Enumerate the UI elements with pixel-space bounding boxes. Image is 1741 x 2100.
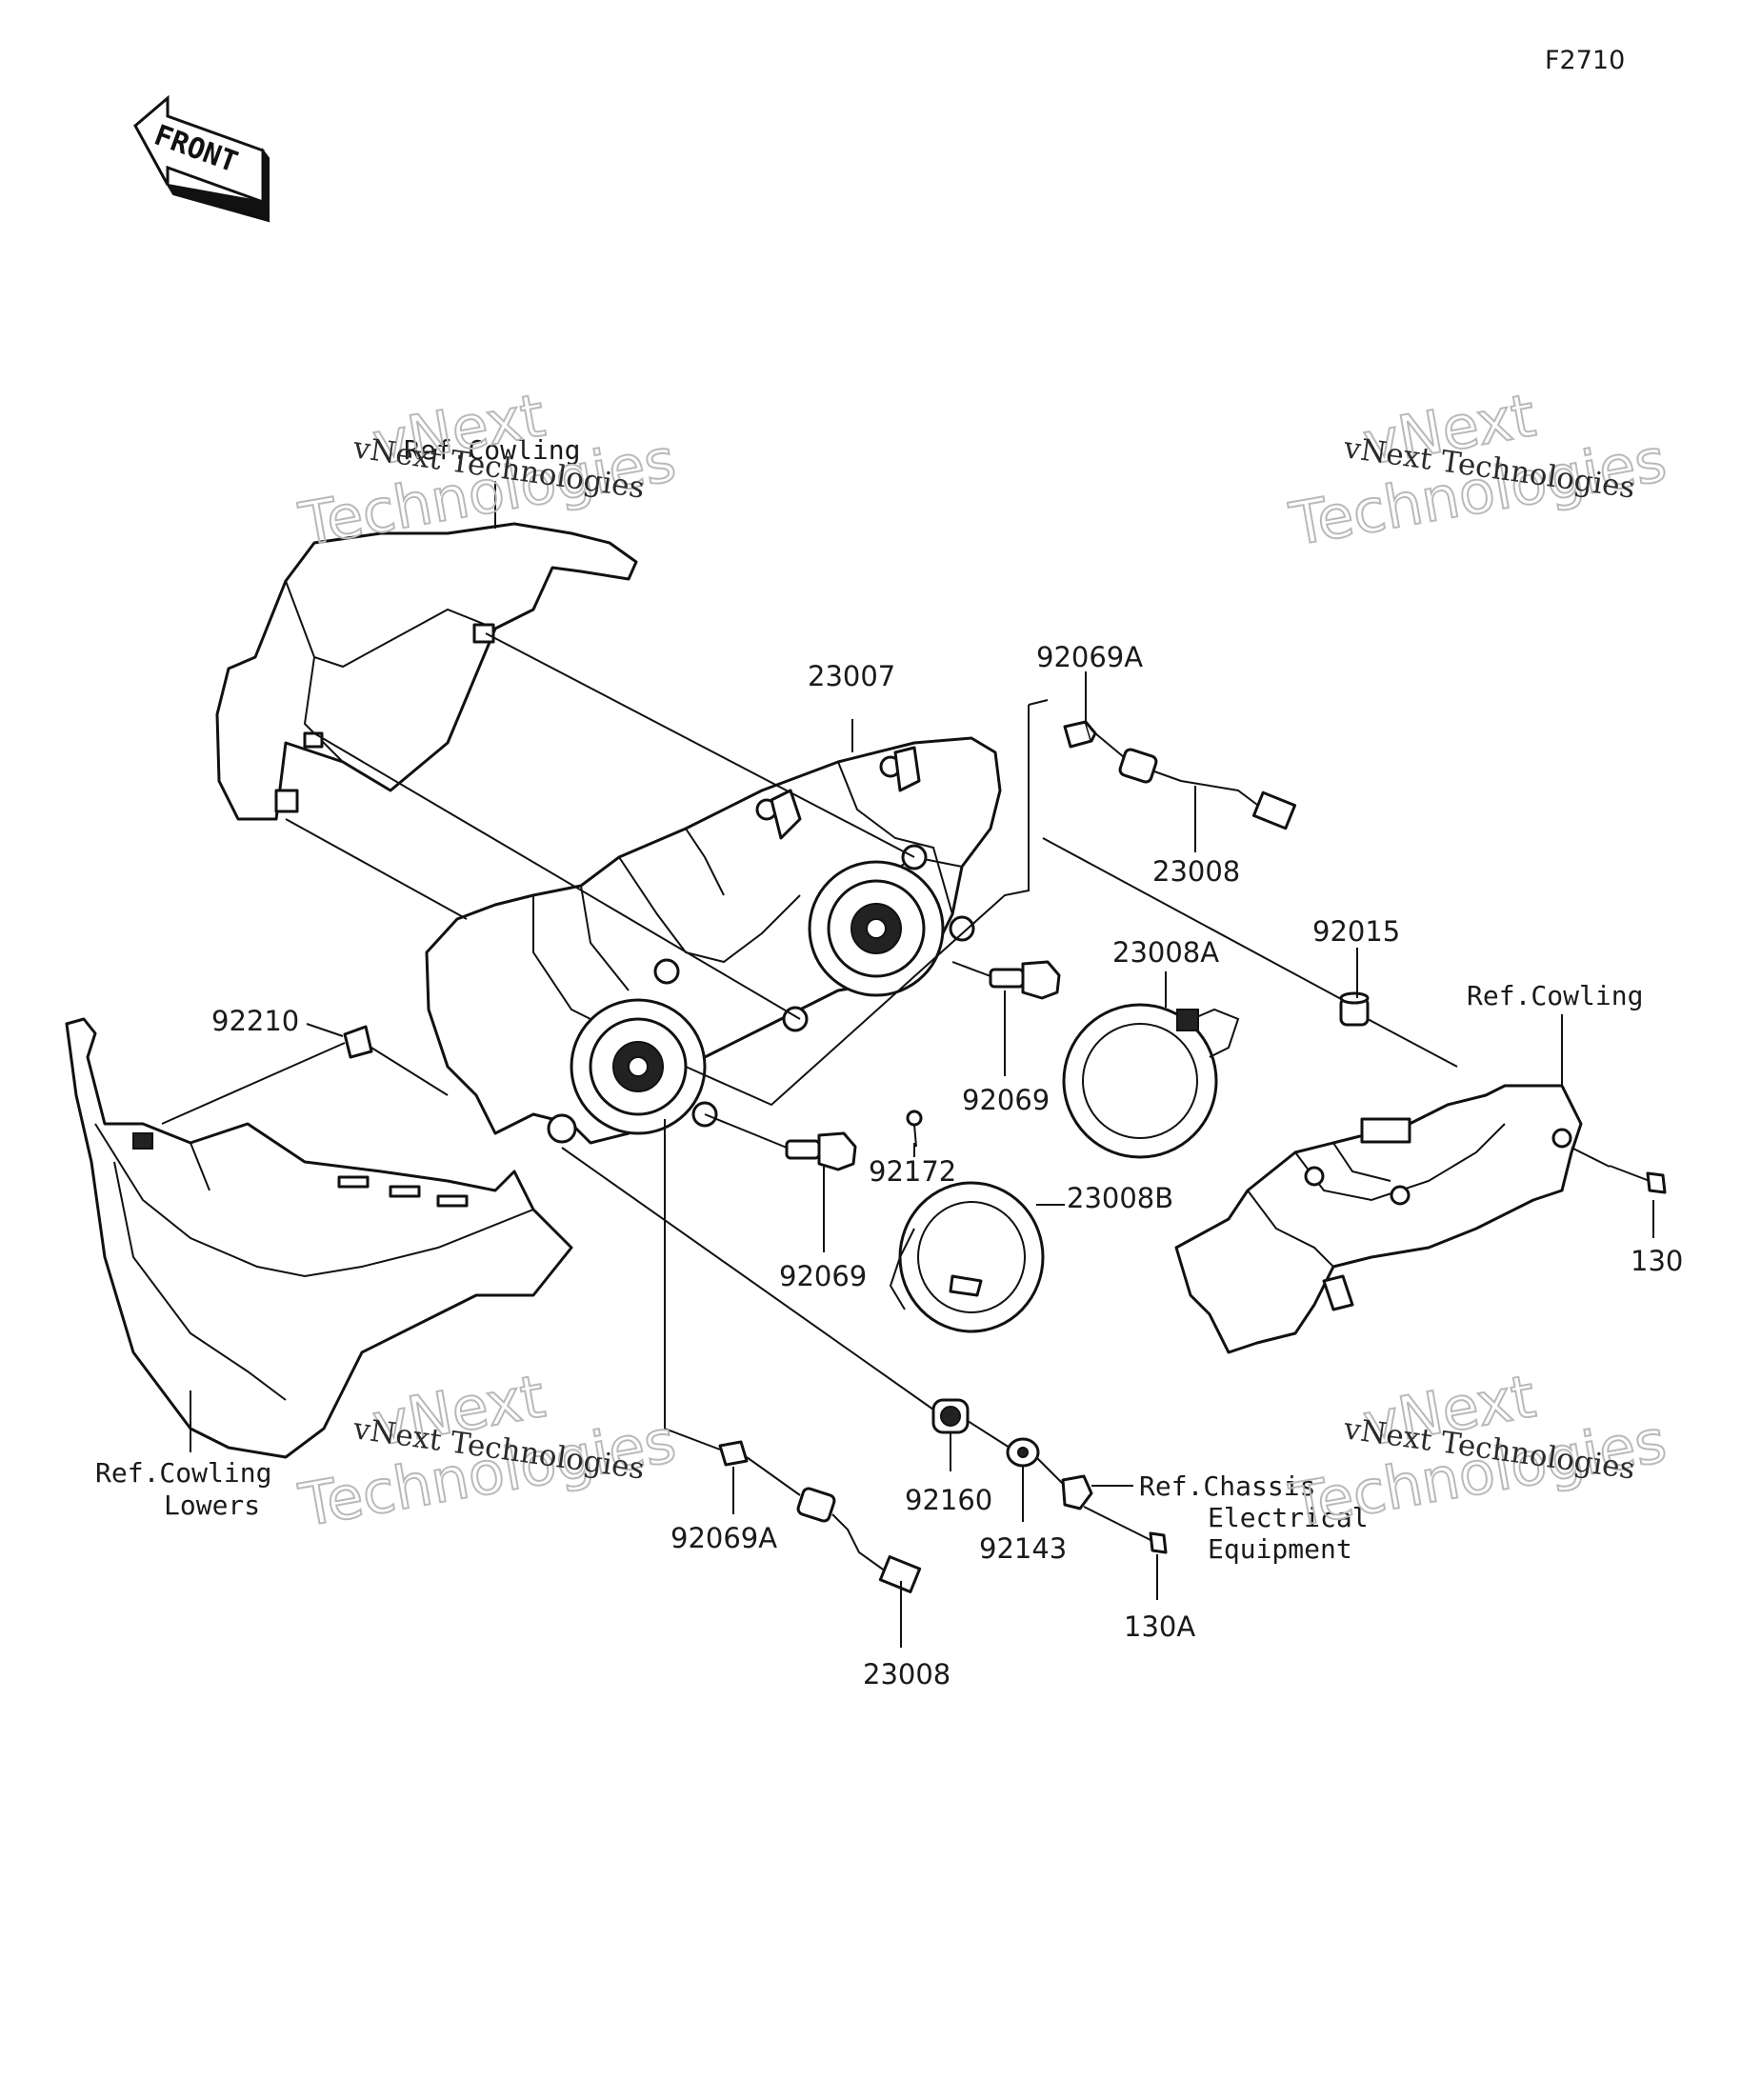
ref-cowling-lowers-1: Ref.Cowling <box>95 1457 271 1489</box>
grommet-92015 <box>1339 991 1370 1027</box>
right-cowling-ref-part <box>1174 1084 1583 1354</box>
ref-cowling-right: Ref.Cowling <box>1467 980 1643 1011</box>
upper-cowling-ref-part <box>215 522 638 821</box>
bulb-92069-mid <box>989 960 1061 1000</box>
label-23008-top: 23008 <box>1152 855 1240 888</box>
front-arrow-icon: FRONT <box>133 94 270 223</box>
label-92069-mid: 92069 <box>962 1084 1050 1116</box>
grommet-92160 <box>931 1398 970 1434</box>
label-92143: 92143 <box>979 1532 1067 1565</box>
ref-chassis-3: Equipment <box>1208 1533 1352 1565</box>
label-130a: 130A <box>1124 1610 1195 1643</box>
label-23007: 23007 <box>808 660 895 692</box>
headlight-assembly-23007 <box>425 736 1002 1145</box>
label-92210: 92210 <box>211 1005 299 1037</box>
bulb-92069-low <box>785 1131 857 1171</box>
ref-chassis-1: Ref.Chassis <box>1139 1470 1315 1502</box>
ref-chassis-2: Electrical <box>1208 1502 1369 1533</box>
bulb-92069a-top <box>1063 720 1097 749</box>
cover-23008b <box>889 1181 1045 1333</box>
bulb-92069a-bottom <box>718 1440 749 1467</box>
clip-92210 <box>343 1025 373 1059</box>
screw-92172 <box>906 1110 923 1148</box>
label-92015: 92015 <box>1312 915 1400 948</box>
leader-lines <box>161 481 1654 1648</box>
label-23008a: 23008A <box>1112 936 1219 969</box>
label-23008b: 23008B <box>1067 1182 1173 1214</box>
label-92069a-bottom: 92069A <box>670 1522 777 1554</box>
label-92069-low: 92069 <box>779 1260 867 1292</box>
chassis-clamp <box>1061 1474 1093 1510</box>
bolt-130a <box>1117 1523 1168 1554</box>
ref-cowling-top: Ref.Cowling <box>404 434 580 466</box>
bolt-130 <box>1609 1165 1667 1194</box>
socket-23008-top <box>1118 748 1297 830</box>
label-23008-bottom: 23008 <box>863 1658 951 1690</box>
collar-92143 <box>1006 1437 1040 1468</box>
figure-code: F2710 <box>1545 46 1625 75</box>
label-92069a-top: 92069A <box>1036 641 1143 673</box>
cover-23008a <box>1062 1003 1240 1159</box>
label-92160: 92160 <box>905 1484 992 1516</box>
label-92172: 92172 <box>869 1155 956 1188</box>
socket-23008-bottom <box>796 1487 922 1593</box>
label-130: 130 <box>1631 1245 1683 1277</box>
ref-cowling-lowers-2: Lowers <box>164 1490 260 1521</box>
lower-cowling-ref-part <box>65 1017 573 1459</box>
